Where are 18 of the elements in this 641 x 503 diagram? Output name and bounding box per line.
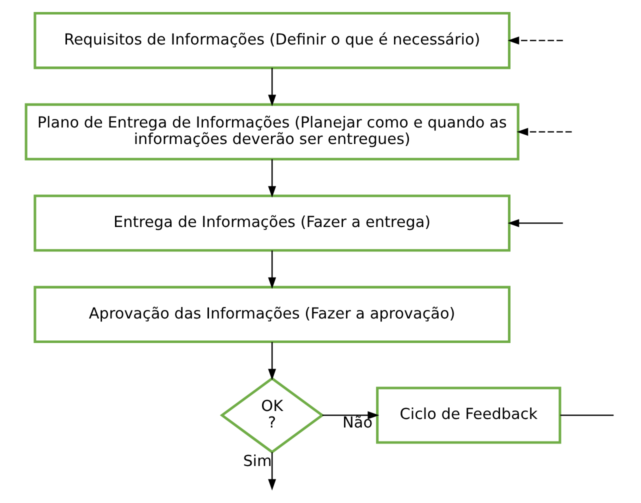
arrow <box>268 452 276 491</box>
arrow <box>516 128 572 136</box>
arrow <box>508 219 563 228</box>
node-box: Ciclo de Feedback <box>376 386 562 444</box>
arrow <box>508 36 563 45</box>
edge-label: Não <box>342 413 373 432</box>
node-box: Requisitos de Informações (Definir o que é necessário) <box>34 12 510 70</box>
node-box: Entrega de Informações (Fazer a entrega) <box>34 194 510 252</box>
edge-label: Sim <box>243 452 272 470</box>
arrow <box>268 159 276 198</box>
arrow <box>268 342 276 380</box>
arrow <box>322 411 380 420</box>
arrow <box>268 250 276 289</box>
node-diamond: OK ? <box>220 376 324 454</box>
node-box: Plano de Entrega de Informações (Planejar como e quando as informações deverão ser entregues) <box>24 103 520 160</box>
node-box: Aprovação das Informações (Fazer a aprovação) <box>34 286 510 343</box>
arrow <box>268 68 276 106</box>
connector <box>560 414 614 416</box>
